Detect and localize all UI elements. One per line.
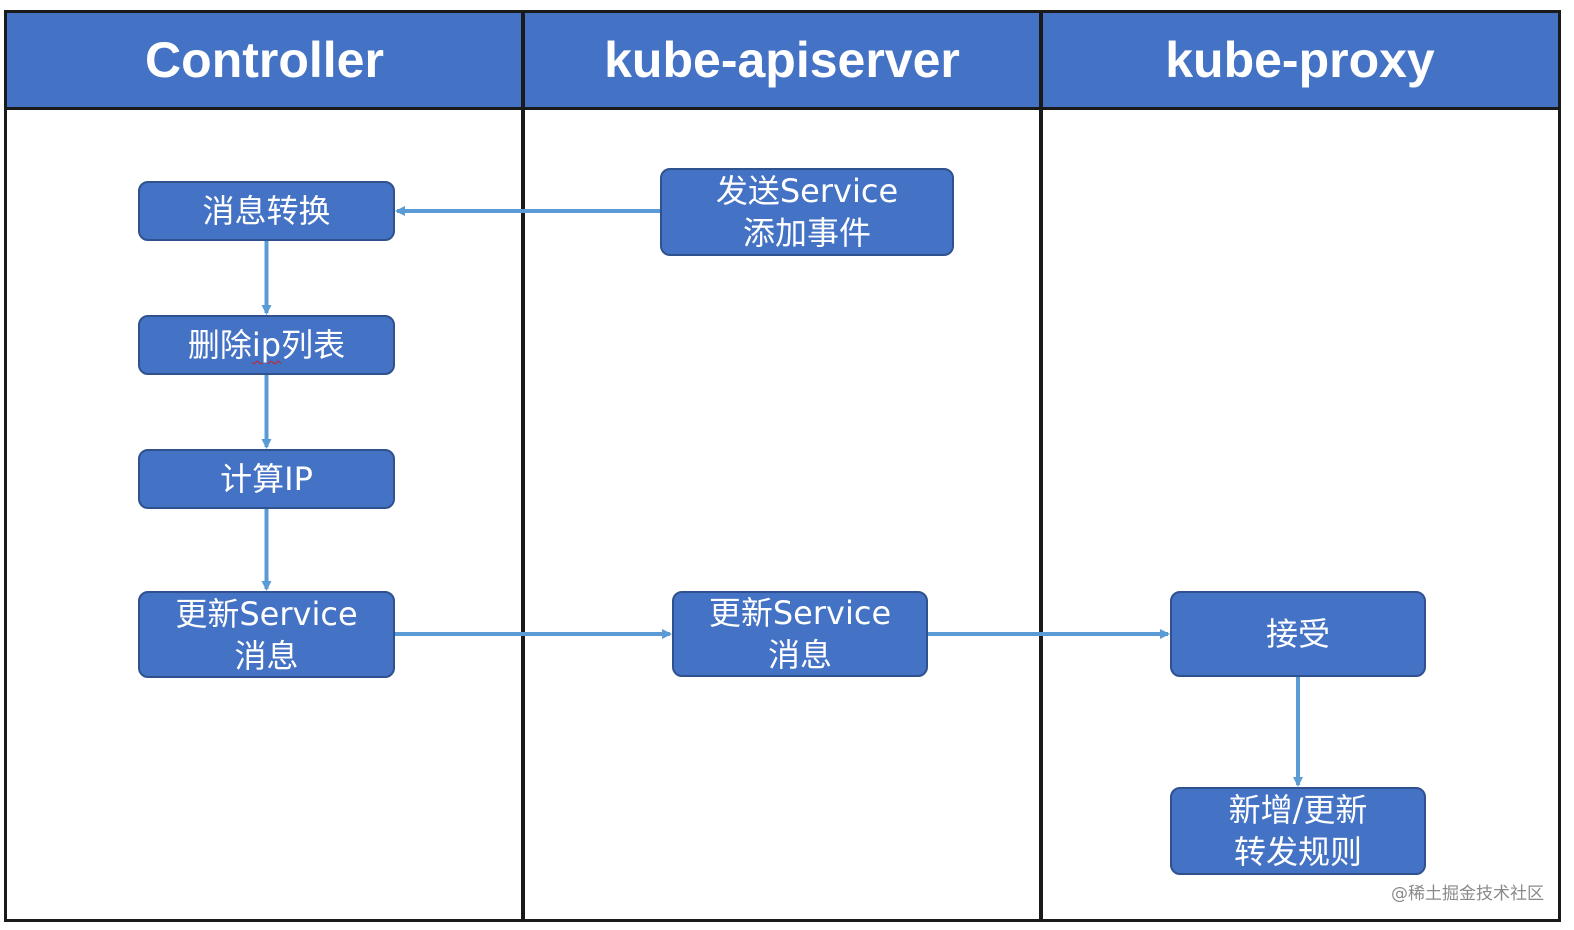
node-label-line-2: 转发规则 — [1233, 833, 1362, 871]
lane-header-kube-apiserver: kube-apiserver — [523, 12, 1041, 108]
node-label: 计算IP — [220, 460, 313, 498]
node-label-ip: ip — [251, 326, 282, 364]
node-label-line-2: 添加事件 — [742, 214, 871, 252]
node-label-post: 列表 — [281, 326, 346, 364]
watermark: @稀土掘金技术社区 — [1391, 884, 1544, 904]
node-send-service-add-event: 发送Service 添加事件 — [660, 168, 954, 256]
node-delete-ip-list: 删除ip列表 — [138, 315, 395, 375]
node-label-line-1: 发送Service — [715, 172, 899, 210]
node-label-pre: 删除 — [187, 326, 252, 364]
lane-header-controller: Controller — [6, 12, 523, 108]
lane-header-kube-proxy: kube-proxy — [1041, 12, 1559, 108]
node-update-service-apiserver: 更新Service 消息 — [672, 591, 928, 677]
header-divider — [4, 107, 1561, 110]
node-add-update-forward-rules: 新增/更新 转发规则 — [1170, 787, 1426, 875]
node-label-line-1: 更新Service — [175, 594, 358, 633]
node-message-convert: 消息转换 — [138, 181, 395, 241]
node-accept: 接受 — [1170, 591, 1426, 677]
node-label-line-1: 新增/更新 — [1228, 791, 1368, 829]
lane-kube-apiserver — [521, 10, 1043, 922]
node-label-line-2: 消息 — [767, 636, 832, 674]
node-label: 接受 — [1265, 615, 1330, 653]
node-label-line-2: 消息 — [234, 636, 299, 675]
node-update-service-controller: 更新Service 消息 — [138, 591, 395, 678]
node-compute-ip: 计算IP — [138, 449, 395, 509]
node-label-line-1: 更新Service — [708, 594, 892, 632]
node-label: 删除ip列表 — [188, 324, 345, 366]
node-label: 消息转换 — [202, 192, 331, 230]
lane-kube-proxy — [1039, 10, 1561, 922]
